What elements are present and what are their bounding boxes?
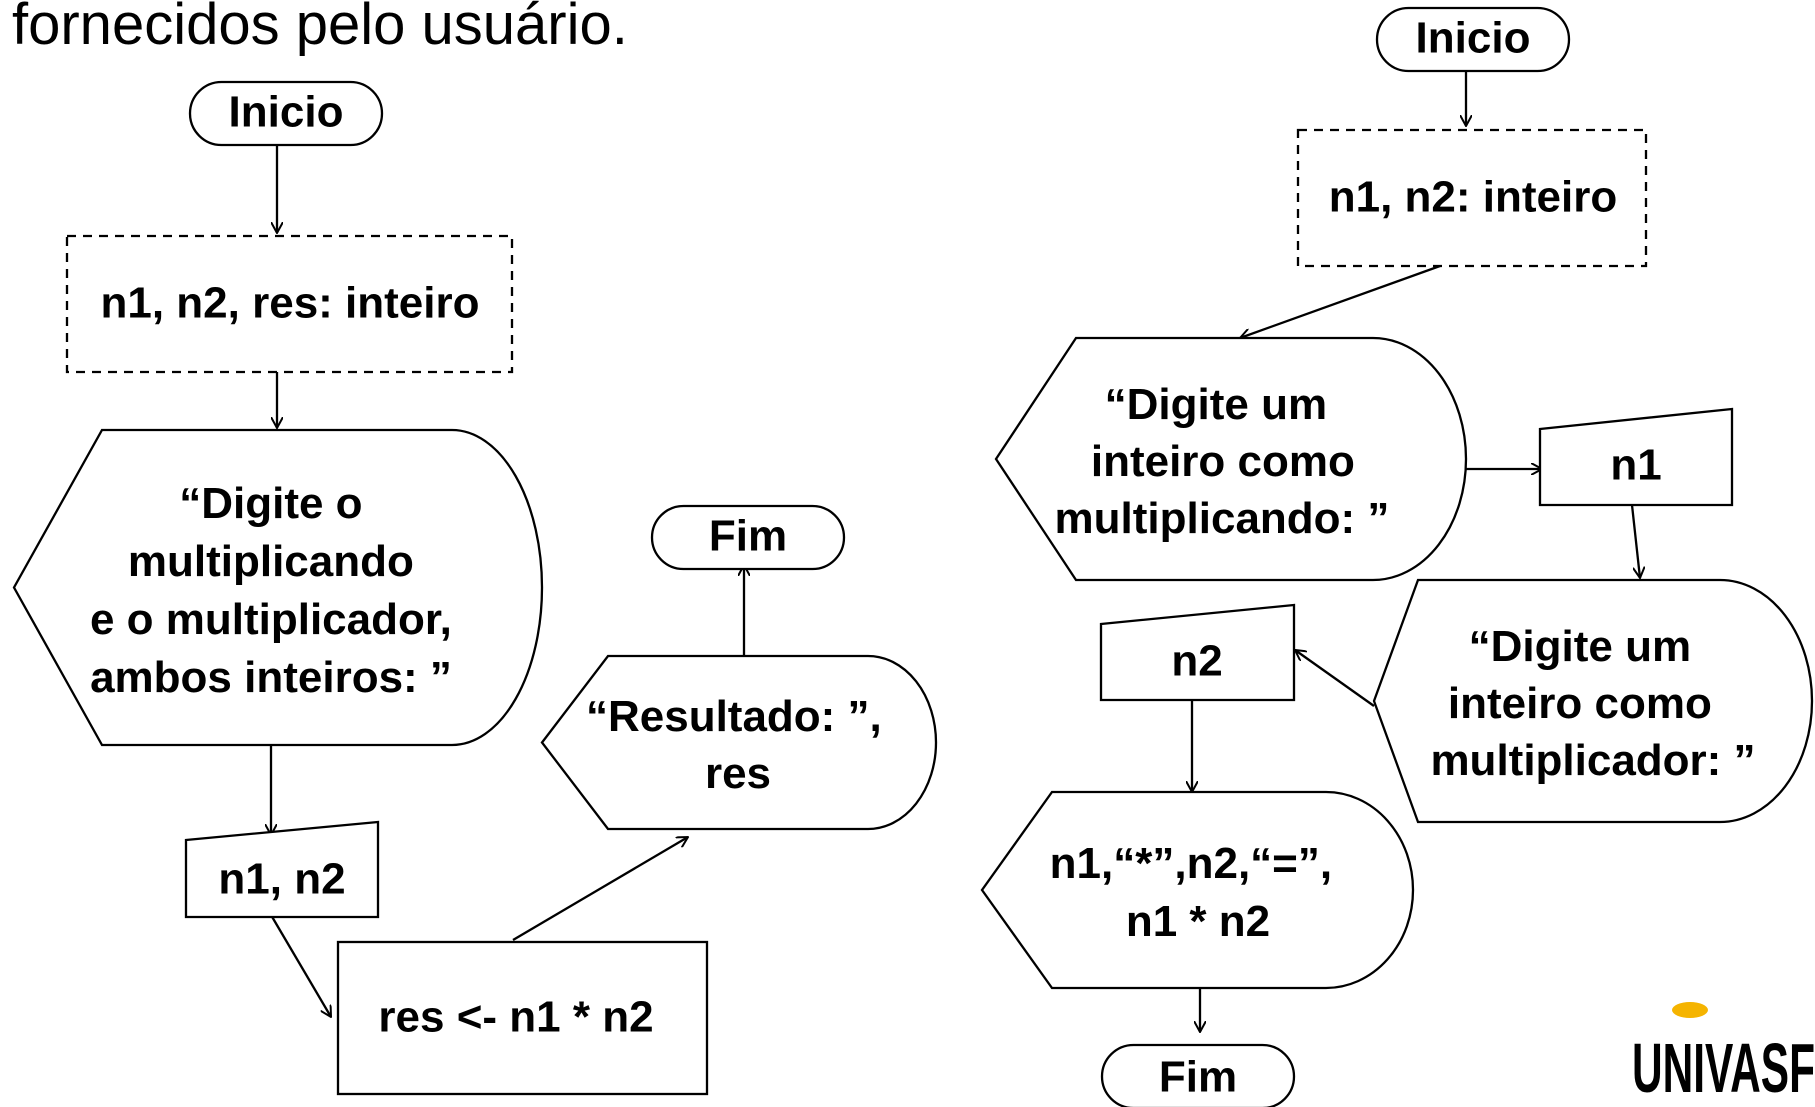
edge-r-declaration-to-prompt1 [1240, 264, 1441, 338]
edge-r-input1-to-prompt2 [1630, 504, 1640, 578]
right-prompt1-line-1: “Digite um [1105, 380, 1327, 429]
right-output-line-1: n1,“*”,n2,“=”, [1050, 839, 1332, 888]
right-start-label: Inicio [1416, 14, 1531, 63]
right-output-line-2: n1 * n2 [1126, 897, 1270, 946]
left-prompt-display: “Digite o multiplicando e o multiplicado… [12, 428, 544, 747]
left-declaration-box: n1, n2, res: inteiro [65, 234, 514, 374]
left-prompt-line-1: “Digite o [179, 479, 362, 528]
left-output-display: “Resultado: ”, res [540, 654, 938, 831]
right-declaration-box: n1, n2: inteiro [1296, 128, 1648, 268]
left-start-label: Inicio [229, 88, 344, 137]
logo-wordmark: UNIVASF [1632, 1029, 1815, 1107]
right-prompt2-line-2: inteiro como [1448, 679, 1712, 728]
right-prompt2-display: “Digite um inteiro como multiplicador: ” [1372, 578, 1814, 824]
right-prompt1-line-2: inteiro como [1091, 437, 1355, 486]
left-process-box: res <- n1 * n2 [336, 940, 709, 1096]
edge-process-to-output [512, 837, 688, 941]
left-input-label: n1, n2 [218, 855, 345, 904]
svg-text:“Digite o multiplicando: “Digite o multiplicando e o multiplicado… [90, 479, 464, 702]
svg-text:n1,“*”,n2,“=”, n1 * n2: n1,“*”,n2,“=”, n1 * n2 [1050, 839, 1345, 946]
left-end-label: Fim [709, 512, 787, 561]
univasf-logo: UNIVASF [1632, 1002, 1815, 1107]
right-end-label: Fim [1159, 1053, 1237, 1102]
right-prompt1-display: “Digite um inteiro como multiplicando: ” [994, 336, 1468, 582]
left-output-line-2: res [705, 749, 771, 798]
right-prompt2-line-1: “Digite um [1469, 622, 1691, 671]
right-start-terminator: Inicio [1375, 6, 1571, 73]
right-input2-box: n2 [1099, 603, 1296, 702]
edge-input-to-process [270, 914, 331, 1017]
right-prompt1-line-3: multiplicando: ” [1055, 494, 1390, 543]
svg-text:“Digite um inteiro como: “Digite um inteiro como multiplicador: ” [1430, 622, 1755, 785]
right-input1-label: n1 [1610, 441, 1661, 490]
left-declaration-label: n1, n2, res: inteiro [101, 279, 480, 328]
svg-text:“Resultado: ”, res: “Resultado: ”, res [586, 692, 894, 798]
right-input1-box: n1 [1538, 407, 1734, 507]
left-process-label: res <- n1 * n2 [378, 993, 653, 1042]
svg-text:“Digite um inteiro como: “Digite um inteiro como multiplicando: ” [1055, 380, 1390, 543]
slide-heading: fornecidos pelo usuário. [12, 0, 628, 57]
left-prompt-line-3: e o multiplicador, [90, 595, 452, 644]
edge-r-prompt2-to-input2 [1295, 650, 1375, 707]
right-declaration-label: n1, n2: inteiro [1329, 173, 1617, 222]
right-output-display: n1,“*”,n2,“=”, n1 * n2 [980, 790, 1415, 990]
left-prompt-line-4: ambos inteiros: ” [90, 653, 452, 702]
left-end-terminator: Fim [650, 504, 846, 571]
left-start-terminator: Inicio [188, 80, 384, 147]
left-input-box: n1, n2 [184, 820, 380, 919]
logo-dot-icon [1672, 1002, 1708, 1018]
left-prompt-line-2: multiplicando [128, 537, 414, 586]
left-output-line-1: “Resultado: ”, [586, 692, 882, 741]
right-prompt2-line-3: multiplicador: ” [1430, 736, 1755, 785]
right-end-terminator: Fim [1100, 1043, 1296, 1107]
right-input2-label: n2 [1171, 637, 1222, 686]
